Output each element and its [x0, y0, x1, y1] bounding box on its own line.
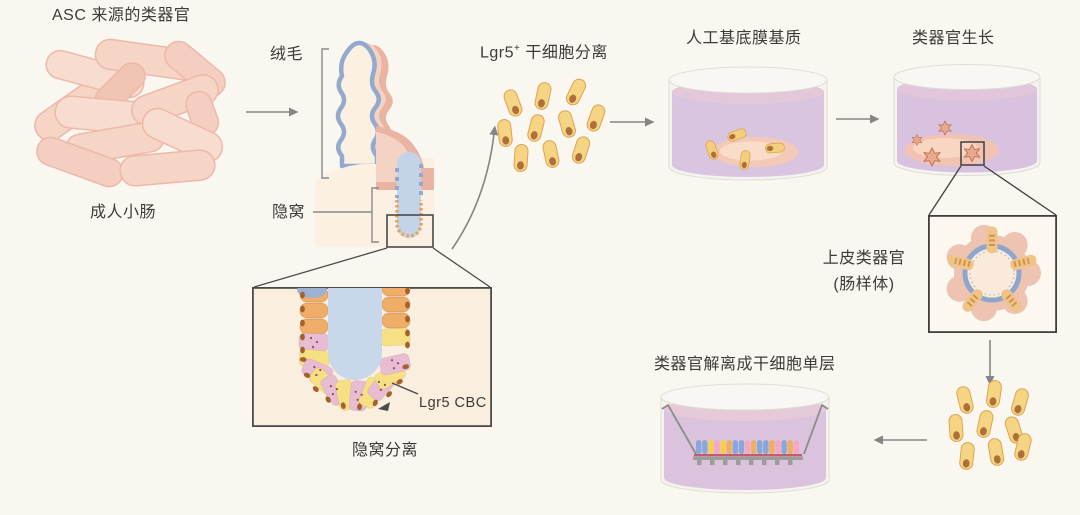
dish-rim [893, 64, 1041, 90]
zoom-connector-lines-2 [928, 165, 1057, 216]
page-title: ASC 来源的类器官 [52, 7, 191, 24]
organoid-detail-box [927, 214, 1057, 333]
stem-cell-monolayer [696, 440, 799, 454]
membrane-line [694, 454, 802, 457]
cell-nuclei [299, 288, 410, 411]
monolayer-dish [660, 383, 830, 494]
transwell-handle-left [661, 403, 697, 455]
crypt-bracket [371, 187, 379, 243]
matrix-dish-title: 人工基底膜基质 [686, 30, 802, 47]
curved-arrow-crypt-to-cells [451, 125, 499, 250]
stem-cell-cluster-1 [496, 76, 608, 173]
villus-bracket [321, 48, 329, 179]
crypt-label: 隐窝 [272, 204, 306, 221]
transwell-membrane [693, 456, 803, 460]
lgr5-pointer-arrow [378, 402, 390, 411]
stem-cell-cluster-2 [948, 379, 1034, 471]
crypt-zoom-box [386, 214, 434, 248]
zoom-connector-lines-1 [253, 247, 491, 288]
lgr5-pointer-line [391, 382, 419, 395]
crypt-caption: 隐窝分离 [351, 442, 418, 459]
villus-finger [335, 40, 381, 169]
crypt-stem-lining [395, 200, 423, 238]
organoid-label: 上皮类器官 (肠样体) [822, 250, 906, 293]
membrane-supports [697, 460, 793, 465]
paneth-granules [309, 336, 400, 401]
intestine-label: 成人小肠 [90, 204, 157, 221]
dish-rim [660, 383, 830, 411]
villus-label: 绒毛 [270, 46, 304, 63]
intestine-illustration [34, 38, 226, 188]
stem-cell-title: Lgr5+ 干细胞分离 [480, 43, 608, 62]
crypt-detail-box [251, 286, 492, 427]
growth-dish [893, 64, 1041, 176]
villus-illustration [313, 40, 434, 248]
lgr5-cbc-label: Lgr5 CBC [419, 395, 487, 411]
organoid-crypt-buds [947, 226, 1037, 312]
crypt-base-cells [298, 327, 411, 412]
monolayer-dish-title: 类器官解离成干细胞单层 [654, 356, 836, 373]
organoid-zoom-box [960, 141, 985, 166]
growth-dish-title: 类器官生长 [912, 30, 995, 47]
dish-rim [668, 66, 828, 94]
matrix-dish [668, 66, 828, 181]
transwell-handle-right [803, 403, 829, 455]
